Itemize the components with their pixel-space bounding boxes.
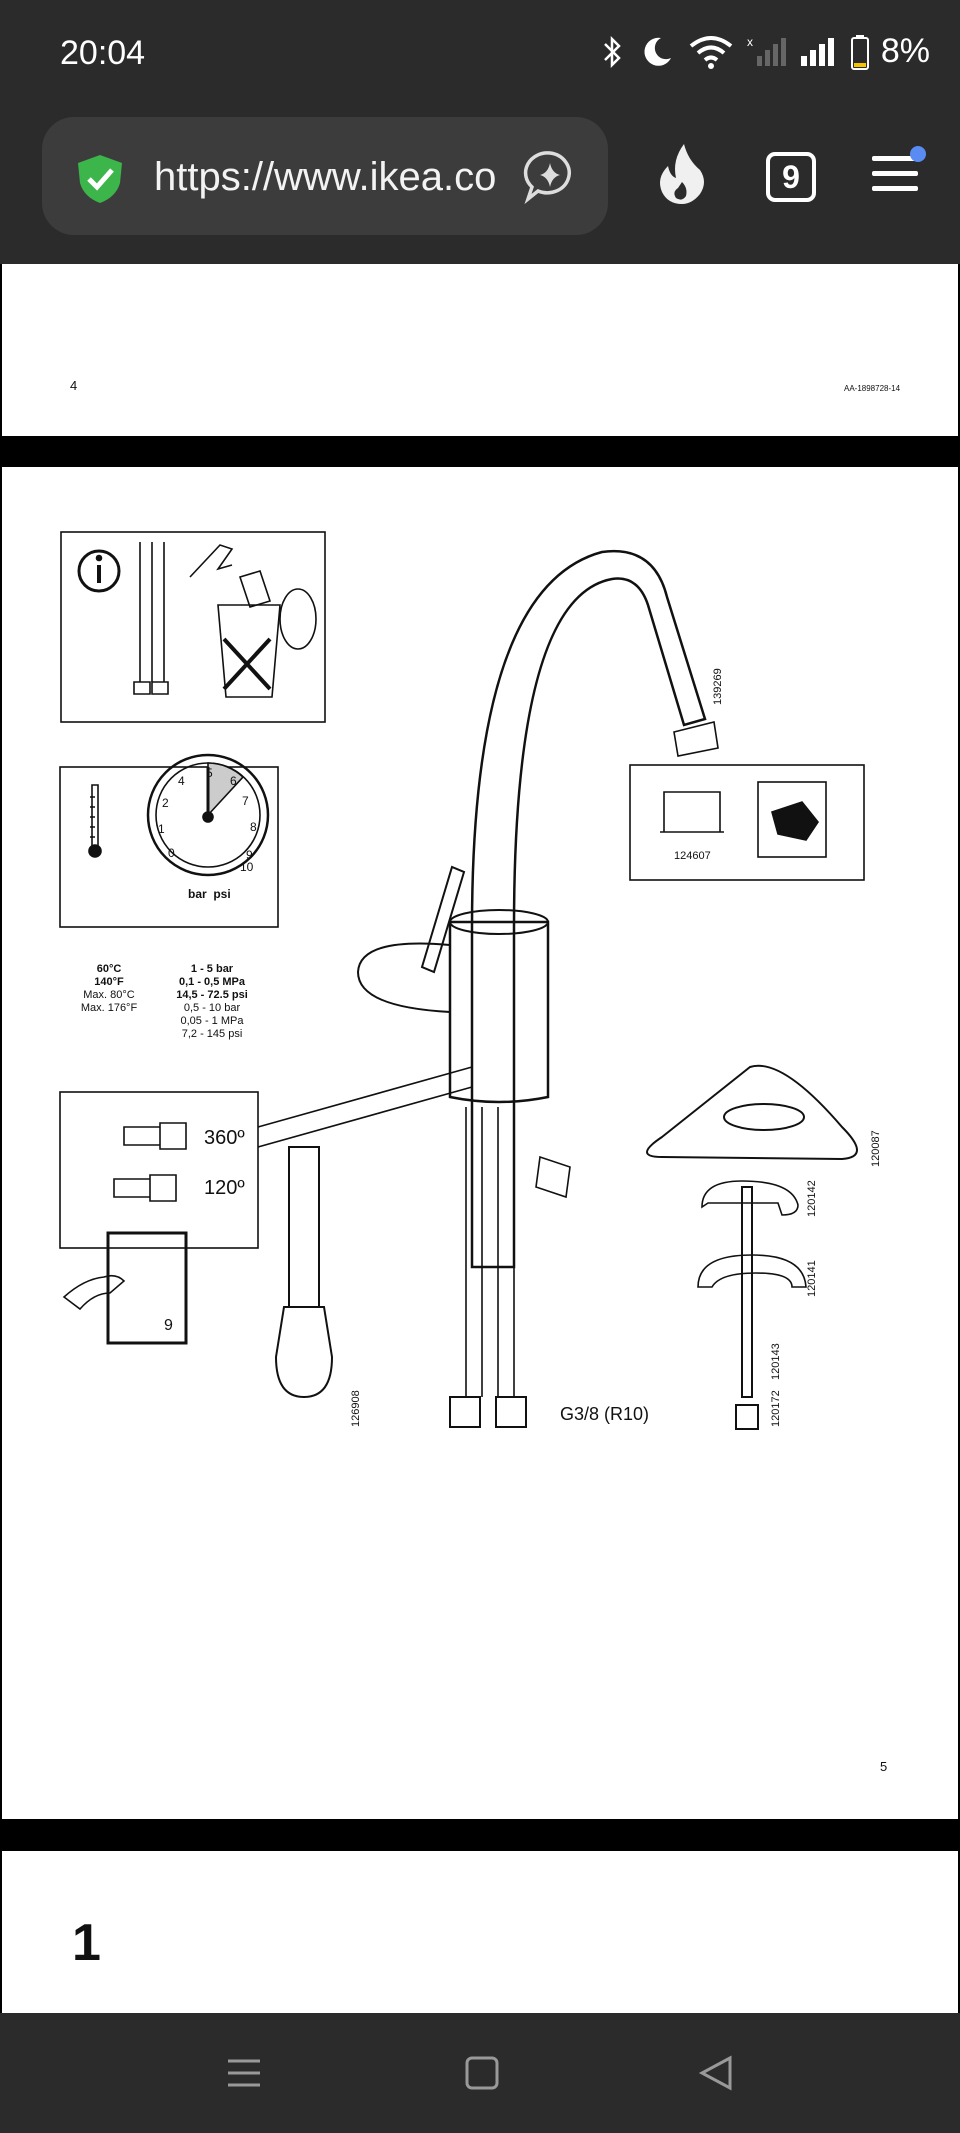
manual-page-4: 4 AA-1898728-14	[2, 264, 958, 436]
mounting-plate	[646, 1064, 858, 1161]
manual-page-6: 1	[2, 1851, 958, 2013]
faucet-spout	[470, 549, 707, 1269]
battery-level: 8%	[880, 32, 930, 70]
article-code: AA-1898728-14	[844, 384, 901, 393]
menu-icon[interactable]	[868, 142, 926, 202]
dnd-moon-icon	[644, 37, 671, 66]
signal-sim2-icon	[800, 37, 834, 66]
svg-text:5: 5	[206, 766, 213, 780]
manual-page-5: 5 4 6 2 7 1 8 0 9 10 bar psi 60°C 140°F Max. 8…	[2, 467, 958, 1819]
back-icon[interactable]	[698, 2055, 734, 2091]
assembly-illustration: 5 4 6 2 7 1 8 0 9 10	[59, 531, 865, 1430]
page-ref-icon	[106, 1231, 188, 1345]
status-icons: x 8%	[597, 32, 930, 71]
threaded-rod	[741, 1186, 753, 1398]
aerator-box	[629, 764, 865, 881]
signal-sim1-icon: x	[747, 35, 786, 66]
thread-label: G3/8 (R10)	[560, 1404, 650, 1424]
part-tool: 126908	[350, 1390, 362, 1427]
svg-text:1: 1	[158, 822, 165, 836]
mounting-tool	[288, 1146, 320, 1308]
svg-text:10: 10	[240, 860, 254, 874]
shield-check-icon[interactable]	[72, 151, 128, 207]
part-nut: 120172	[770, 1390, 782, 1427]
svg-text:2: 2	[162, 796, 169, 810]
thermometer-icon	[88, 784, 102, 858]
info-box	[60, 531, 326, 723]
recent-apps-icon[interactable]	[226, 2055, 262, 2091]
svg-text:7: 7	[242, 794, 249, 808]
step-number: 1	[72, 1914, 101, 1972]
svg-text:9: 9	[246, 848, 253, 862]
nut	[735, 1404, 759, 1430]
supply-hoses	[465, 1107, 515, 1397]
bracket	[697, 1254, 807, 1288]
info-icon	[77, 549, 121, 593]
browser-toolbar: https://www.ikea.co 9	[0, 112, 960, 264]
rotation-box	[59, 1091, 259, 1249]
page-number: 4	[70, 378, 78, 393]
svg-text:4: 4	[178, 774, 185, 788]
url-text[interactable]: https://www.ikea.co	[154, 155, 497, 199]
svg-text:8: 8	[250, 820, 257, 834]
part-plate: 120087	[870, 1130, 882, 1167]
tabs-button[interactable]: 9	[766, 152, 816, 202]
washer	[701, 1180, 799, 1216]
hand-sketch	[189, 544, 234, 578]
faucet-body	[448, 920, 550, 1104]
rotation-120: 120º	[204, 1177, 245, 1199]
ref-page-number: 9	[164, 1317, 173, 1334]
tab-count: 9	[782, 159, 800, 195]
pressure-specs: 1 - 5 bar 0,1 - 0,5 MPa 14,5 - 72.5 psi …	[176, 963, 248, 1040]
part-washer: 120142	[806, 1180, 818, 1217]
pressure-gauge-icon	[146, 753, 270, 877]
temp-specs: 60°C 140°F Max. 80°C Max. 176°F	[80, 963, 138, 1014]
pressure-box	[59, 766, 279, 928]
svg-text:0: 0	[168, 846, 175, 860]
ai-assistant-icon[interactable]	[520, 147, 580, 207]
faucet-lever	[420, 865, 466, 974]
svg-text:x: x	[747, 35, 753, 49]
part-aerator-alt: 124607	[674, 850, 711, 862]
status-bar: 20:04 x	[0, 0, 960, 112]
system-nav-bar	[0, 2013, 960, 2133]
page-number: 5	[880, 1759, 888, 1774]
part-rod: 120143	[770, 1343, 782, 1380]
wifi-icon	[689, 35, 733, 69]
part-aerator: 139269	[712, 668, 724, 705]
address-bar[interactable]: https://www.ikea.co	[42, 117, 608, 235]
part-bracket: 120141	[806, 1260, 818, 1297]
flame-icon[interactable]	[654, 142, 710, 206]
rotation-360: 360º	[204, 1127, 245, 1149]
home-icon[interactable]	[464, 2055, 500, 2091]
battery-icon	[850, 34, 869, 70]
gauge-units: bar psi	[188, 887, 231, 901]
bluetooth-icon	[603, 35, 621, 68]
clock: 20:04	[60, 34, 146, 72]
svg-text:6: 6	[230, 774, 237, 788]
